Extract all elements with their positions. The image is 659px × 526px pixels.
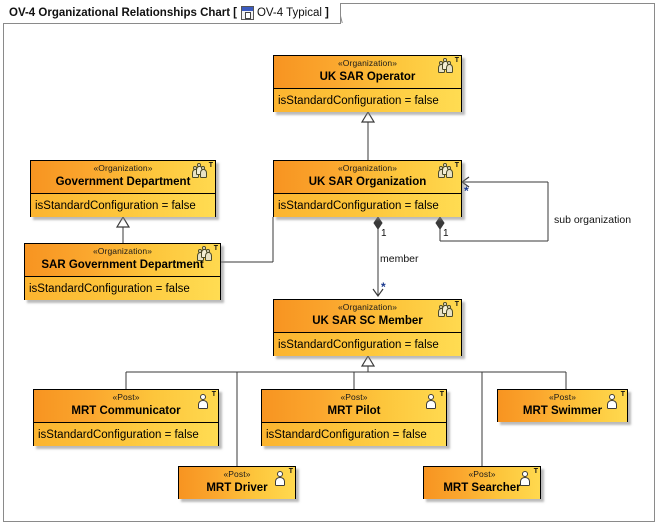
edge-label-sub-organization: sub organization xyxy=(554,214,632,226)
class-stereotype: «Post» xyxy=(340,392,368,402)
diagram-tab-label: OV-4 Typical xyxy=(256,7,322,19)
class-stereotype: «Post» xyxy=(468,469,496,479)
class-name: UK SAR Organization xyxy=(308,176,427,188)
post-icon: T xyxy=(195,391,216,410)
class-attribute: isStandardConfiguration = false xyxy=(34,423,218,446)
class-node-header: «Post» MRT Communicator T xyxy=(34,390,218,423)
class-attribute: isStandardConfiguration = false xyxy=(262,423,446,446)
class-attribute: isStandardConfiguration = false xyxy=(274,194,461,217)
bracket-close: ] xyxy=(324,7,329,19)
organization-icon: T xyxy=(438,162,459,181)
diagram-title-bar: OV-4 Organizational Relationships Chart … xyxy=(3,3,341,24)
class-attribute: isStandardConfiguration = false xyxy=(25,277,220,300)
post-icon: T xyxy=(517,468,538,487)
class-name: SAR Government Department xyxy=(41,259,204,271)
multiplicity-suborg-source: 1 xyxy=(443,228,449,239)
class-stereotype: «Organization» xyxy=(92,246,153,256)
class-node-header: «Organization» UK SAR Operator T xyxy=(274,56,461,89)
class-name: MRT Searcher xyxy=(443,482,521,494)
class-stereotype: «Organization» xyxy=(93,163,153,173)
class-stereotype: «Post» xyxy=(112,392,140,402)
class-name: MRT Swimmer xyxy=(522,405,603,417)
class-node-header: «Post» MRT Driver T xyxy=(179,467,295,499)
class-stereotype: «Post» xyxy=(223,469,251,479)
class-stereotype: «Organization» xyxy=(337,302,398,312)
class-node-header: «Post» MRT Pilot T xyxy=(262,390,446,423)
post-icon: T xyxy=(423,391,444,410)
organization-icon: T xyxy=(438,301,459,320)
class-attribute: isStandardConfiguration = false xyxy=(274,333,461,356)
class-stereotype: «Organization» xyxy=(337,58,398,68)
bracket-open: [ xyxy=(233,7,237,19)
organization-icon: T xyxy=(197,245,218,264)
class-stereotype: «Post» xyxy=(548,392,577,402)
class-node-header: «Organization» UK SAR Organization T xyxy=(274,161,461,194)
multiplicity-member-source: 1 xyxy=(381,228,387,239)
multiplicity-suborg-target: * xyxy=(464,184,469,198)
class-stereotype: «Organization» xyxy=(337,163,398,173)
class-name: Government Department xyxy=(55,176,191,188)
class-name: UK SAR SC Member xyxy=(312,315,423,327)
page-title: OV-4 Organizational Relationships Chart xyxy=(9,7,231,19)
multiplicity-member-target: * xyxy=(381,280,386,294)
edge-label-member: member xyxy=(380,253,419,265)
class-attribute: isStandardConfiguration = false xyxy=(31,194,215,217)
class-node-mrt-driver[interactable]: «Post» MRT Driver T xyxy=(178,466,296,499)
class-name: MRT Communicator xyxy=(71,405,181,417)
class-name: MRT Pilot xyxy=(327,405,381,417)
post-icon: T xyxy=(272,468,293,487)
class-name: MRT Driver xyxy=(206,482,268,494)
organization-icon: T xyxy=(438,57,459,76)
class-node-header: «Organization» UK SAR SC Member T xyxy=(274,300,461,333)
class-attribute: isStandardConfiguration = false xyxy=(274,89,461,112)
post-icon: T xyxy=(604,391,625,410)
diagram-icon xyxy=(240,6,254,20)
organization-icon: T xyxy=(192,162,213,181)
class-name: UK SAR Operator xyxy=(319,71,416,83)
